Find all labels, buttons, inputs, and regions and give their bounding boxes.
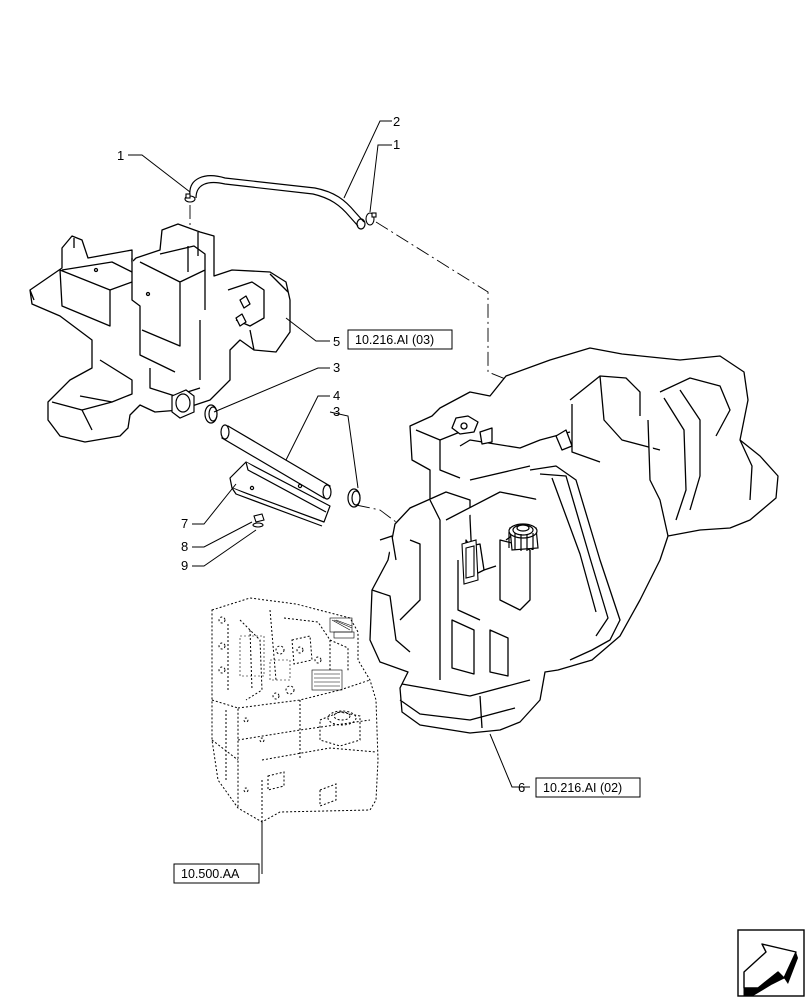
callout-4: 4 bbox=[333, 388, 340, 403]
hose-clamp-lower bbox=[347, 488, 361, 508]
callout-6: 6 bbox=[518, 780, 525, 795]
reference-box-main-tank[interactable]: 10.216.AI (02) bbox=[535, 777, 641, 798]
reference-upper-tank-text: 10.216.AI (03) bbox=[355, 333, 434, 347]
callout-labels: 1 2 1 5 3 4 3 7 8 9 6 bbox=[117, 114, 525, 795]
callout-2: 2 bbox=[393, 114, 400, 129]
callout-1-right: 1 bbox=[393, 137, 400, 152]
main-tank-sensor bbox=[461, 539, 479, 585]
engine-phantom bbox=[211, 597, 379, 823]
upper-tank bbox=[29, 223, 291, 443]
bolt bbox=[252, 513, 265, 528]
hose-clamp-right bbox=[365, 212, 377, 226]
breather-hose bbox=[189, 175, 366, 230]
leader-lines bbox=[128, 120, 530, 874]
reference-box-engine[interactable]: 10.500.AA bbox=[173, 863, 260, 884]
callout-5: 5 bbox=[333, 334, 340, 349]
arrow-navigation-icon[interactable] bbox=[737, 929, 805, 997]
callout-3-upper: 3 bbox=[333, 360, 340, 375]
reference-engine-text: 10.500.AA bbox=[181, 867, 240, 881]
main-tank bbox=[369, 347, 779, 734]
main-tank-filler-cap bbox=[508, 523, 539, 551]
support-bracket bbox=[229, 461, 331, 527]
callout-8: 8 bbox=[181, 539, 188, 554]
upper-tank-outlet bbox=[171, 389, 195, 419]
callout-3-lower: 3 bbox=[333, 404, 340, 419]
connecting-hose bbox=[220, 424, 332, 500]
hose-clamp-upper bbox=[204, 404, 218, 424]
callout-9: 9 bbox=[181, 558, 188, 573]
reference-box-upper-tank[interactable]: 10.216.AI (03) bbox=[347, 329, 453, 350]
callout-7: 7 bbox=[181, 516, 188, 531]
engine-details bbox=[239, 617, 355, 691]
reference-main-tank-text: 10.216.AI (02) bbox=[543, 781, 622, 795]
hose-clamp-left bbox=[184, 193, 196, 203]
callout-1-left: 1 bbox=[117, 148, 124, 163]
